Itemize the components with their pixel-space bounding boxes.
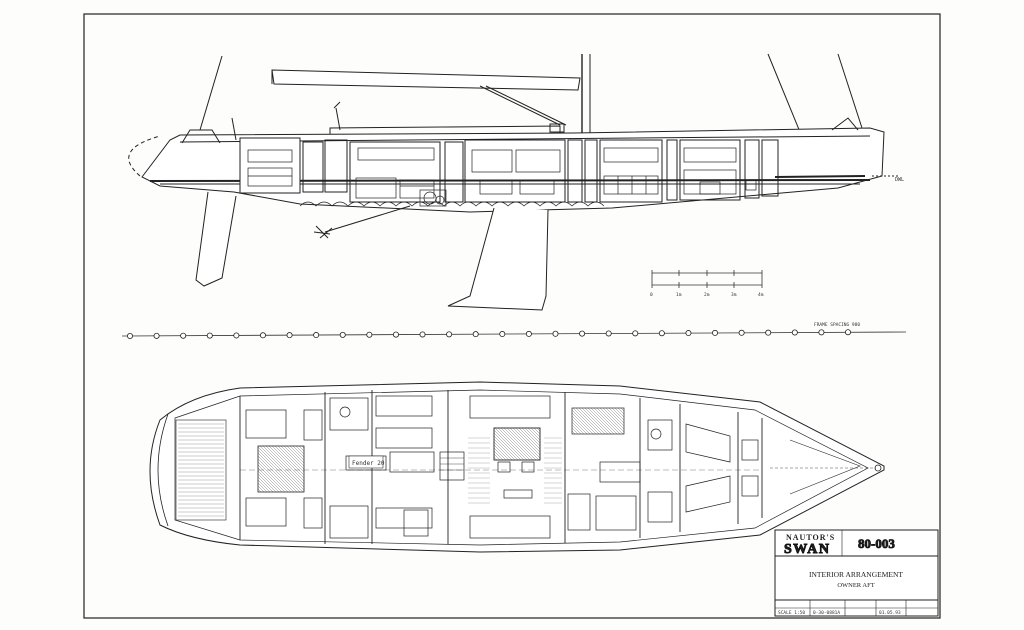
frame-station-marker xyxy=(472,331,479,338)
frame-station-marker xyxy=(605,330,612,337)
brand-main: SWAN xyxy=(784,542,830,557)
frame-station-marker xyxy=(206,332,213,339)
frame-station-marker xyxy=(419,331,426,338)
frame-station-line xyxy=(121,329,907,339)
drawing-date: 01.05.93 xyxy=(879,610,901,616)
frame-station-marker xyxy=(712,329,719,336)
frame-station-marker xyxy=(233,332,240,339)
frame-station-marker xyxy=(579,330,586,337)
hull-plan xyxy=(149,381,885,553)
frame-station-marker xyxy=(286,332,293,339)
frame-station-marker xyxy=(845,329,852,336)
frame-station-marker xyxy=(818,329,825,336)
plan-view xyxy=(149,381,885,553)
frame-station-marker xyxy=(259,332,266,339)
scale-tick-2: 2m xyxy=(704,292,710,298)
scale-tick-1: 1m xyxy=(676,292,682,298)
brand-top: NAUTOR'S xyxy=(786,533,835,542)
frame-station-marker xyxy=(738,329,745,336)
svg-text:DWL: DWL xyxy=(895,177,904,183)
drawing-subtitle: OWNER AFT xyxy=(837,582,874,589)
frame-station-marker xyxy=(658,330,665,337)
scale-tick-4: 4m xyxy=(758,292,764,298)
frame-spacing-label: FRAME SPACING 980 xyxy=(814,322,860,328)
drawing-title: INTERIOR ARRANGEMENT xyxy=(809,570,903,579)
frame-station-marker xyxy=(499,331,506,338)
frame-station-marker xyxy=(552,330,559,337)
frame-station-marker xyxy=(632,330,639,337)
boom xyxy=(271,69,581,91)
frame-station-marker xyxy=(339,331,346,338)
saloon-floor-planks xyxy=(468,437,562,504)
frame-station-marker xyxy=(366,331,373,338)
scale-bar xyxy=(651,270,763,288)
sheet-border xyxy=(83,13,941,619)
frame-station-marker xyxy=(153,332,160,339)
model-number: 80-003 xyxy=(858,536,895,551)
scale-tick-3: 3m xyxy=(731,292,737,298)
title-block xyxy=(774,529,939,617)
frame-station-marker xyxy=(685,330,692,337)
scale-text: SCALE 1:50 xyxy=(778,610,805,616)
frame-station-marker xyxy=(313,332,320,339)
frame-station-marker xyxy=(392,331,399,338)
frame-station-marker xyxy=(765,329,772,336)
frame-station-marker xyxy=(525,330,532,337)
frame-station-marker xyxy=(791,329,798,336)
profile-view: DWL xyxy=(128,53,904,311)
frame-station-marker xyxy=(446,331,453,338)
hull-profile xyxy=(141,127,885,213)
rudder xyxy=(195,191,237,287)
compartment-label: Fender 20 xyxy=(352,460,385,467)
frame-station-marker xyxy=(180,332,187,339)
frame-station-marker xyxy=(127,332,134,339)
drawing-number: 0-30-0881A xyxy=(813,610,840,616)
scale-tick-0: 0 xyxy=(650,292,653,298)
keel xyxy=(447,207,549,311)
